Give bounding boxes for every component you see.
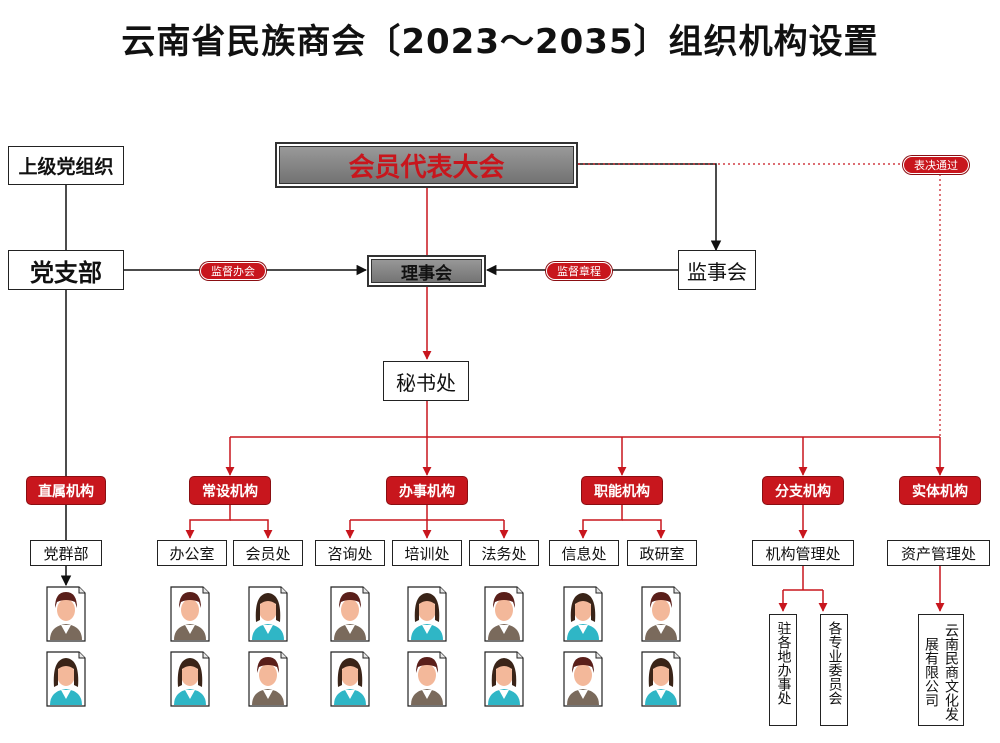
male-portrait-icon <box>330 586 370 642</box>
female-portrait-icon <box>484 651 524 707</box>
subunit-company: 云南民商文化发展有限公司 <box>918 614 964 726</box>
edge-label-supervise-charter: 监督章程 <box>546 262 612 280</box>
female-portrait-icon <box>46 651 86 707</box>
category-direct: 直属机构 <box>27 477 105 504</box>
unit-party-mass: 党群部 <box>30 540 102 566</box>
unit-legal: 法务处 <box>469 540 539 566</box>
male-portrait-icon <box>484 586 524 642</box>
unit-info: 信息处 <box>549 540 619 566</box>
male-portrait-icon <box>46 586 86 642</box>
unit-office: 办公室 <box>157 540 227 566</box>
male-portrait-icon <box>248 651 288 707</box>
male-portrait-icon <box>563 651 603 707</box>
unit-policy: 政研室 <box>627 540 697 566</box>
unit-org-mgmt: 机构管理处 <box>752 540 854 566</box>
edge-label-vote-pass: 表决通过 <box>903 156 969 174</box>
subunit-branch-offices: 驻各地办事处 <box>769 614 797 726</box>
male-portrait-icon <box>170 586 210 642</box>
secretariat-box: 秘书处 <box>383 361 469 401</box>
category-functional: 职能机构 <box>582 477 662 504</box>
female-portrait-icon <box>330 651 370 707</box>
male-portrait-icon <box>641 586 681 642</box>
edge-label-supervise-office: 监督办会 <box>200 262 266 280</box>
female-portrait-icon <box>563 586 603 642</box>
upper-party-box: 上级党组织 <box>8 146 124 185</box>
category-working: 办事机构 <box>387 477 467 504</box>
female-portrait-icon <box>248 586 288 642</box>
category-standing: 常设机构 <box>190 477 270 504</box>
party-branch-box: 党支部 <box>8 250 124 290</box>
category-branch: 分支机构 <box>763 477 843 504</box>
unit-training: 培训处 <box>392 540 462 566</box>
supervisory-box: 监事会 <box>678 250 756 290</box>
assembly-box: 会员代表大会 <box>275 142 578 188</box>
unit-asset-mgmt: 资产管理处 <box>887 540 990 566</box>
unit-member: 会员处 <box>233 540 303 566</box>
female-portrait-icon <box>407 586 447 642</box>
female-portrait-icon <box>170 651 210 707</box>
unit-consult: 咨询处 <box>315 540 385 566</box>
male-portrait-icon <box>407 651 447 707</box>
page-title: 云南省民族商会〔2023～2035〕组织机构设置 <box>121 22 879 62</box>
subunit-company-text: 云南民商文化发展有限公司 <box>923 623 959 721</box>
subunit-branch-offices-text: 驻各地办事处 <box>775 621 792 705</box>
council-box: 理事会 <box>367 255 486 287</box>
subunit-committees: 各专业委员会 <box>820 614 848 726</box>
female-portrait-icon <box>641 651 681 707</box>
subunit-committees-text: 各专业委员会 <box>826 621 843 705</box>
category-entity: 实体机构 <box>900 477 980 504</box>
